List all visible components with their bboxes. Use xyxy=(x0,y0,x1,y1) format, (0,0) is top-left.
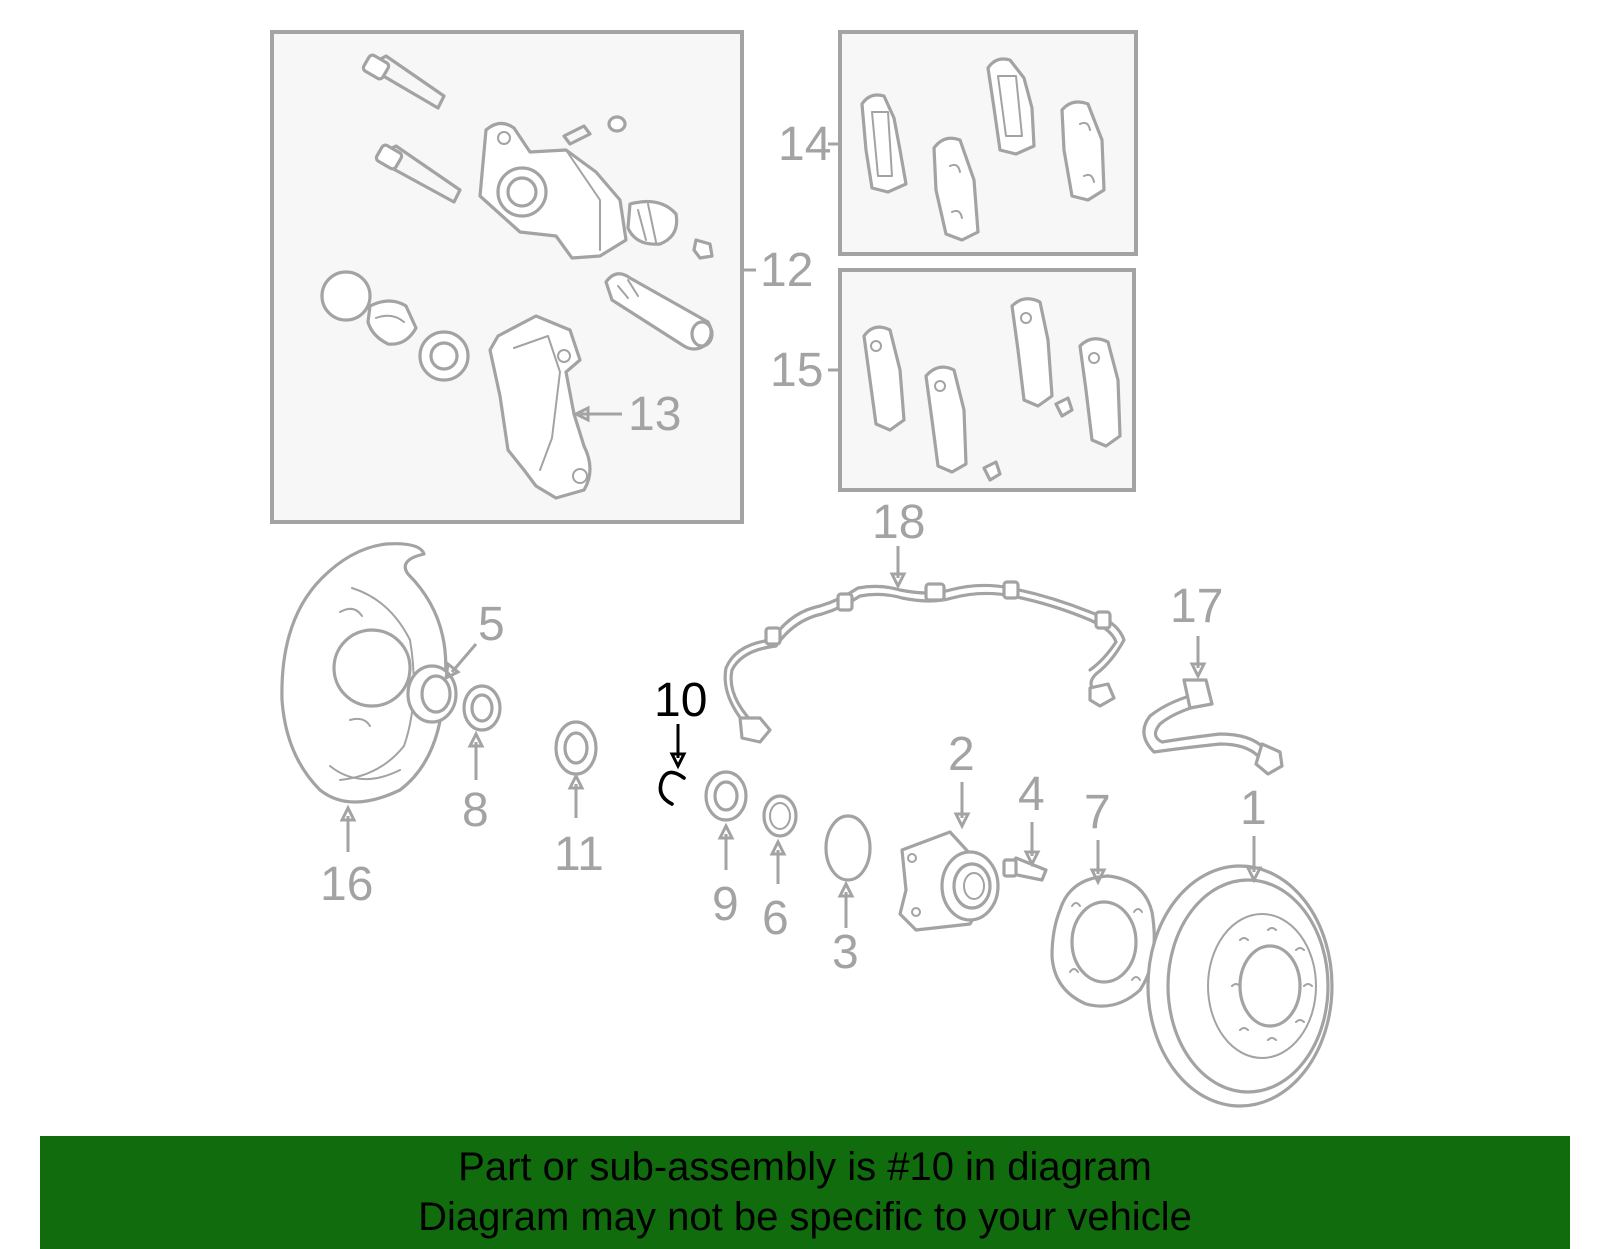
callout-15: 15 xyxy=(770,344,823,397)
abs-sensor-harness xyxy=(723,580,1126,744)
spacer-ring xyxy=(462,684,502,732)
callout-11: 11 xyxy=(554,828,604,881)
callout-2: 2 xyxy=(948,728,975,781)
snap-ring xyxy=(658,770,686,806)
brake-rotor xyxy=(1146,864,1334,1108)
caliper-piston xyxy=(366,299,418,346)
callout-9: 9 xyxy=(712,878,739,931)
inner-oil-seal xyxy=(554,720,598,776)
caliper-mounting-bracket xyxy=(488,314,592,500)
callout-13: 13 xyxy=(628,388,681,441)
banner-line-disclaimer: Diagram may not be specific to your vehi… xyxy=(418,1195,1192,1239)
slide-pin xyxy=(604,272,714,351)
pad-clip xyxy=(1054,396,1074,418)
caliper-boot xyxy=(626,200,679,246)
hub-bolt xyxy=(1002,856,1048,882)
callout-6: 6 xyxy=(762,892,789,945)
piston-boot xyxy=(418,330,470,382)
brake-pad xyxy=(924,365,968,474)
callout-14: 14 xyxy=(778,118,831,171)
brake-hose xyxy=(1142,678,1284,776)
hub-and-bearing xyxy=(898,830,1000,932)
bearing xyxy=(704,770,748,822)
callout-3: 3 xyxy=(832,926,859,979)
callout-4: 4 xyxy=(1018,768,1045,821)
info-banner: Part or sub-assembly is #10 in diagram D… xyxy=(40,1136,1570,1249)
pad-clip xyxy=(982,460,1002,482)
brake-pad xyxy=(862,325,906,432)
brake-pad xyxy=(1078,337,1122,448)
brake-pad xyxy=(1060,100,1106,202)
backing-plate xyxy=(280,542,448,804)
guide-pin-upper xyxy=(361,53,446,110)
callout-8: 8 xyxy=(462,784,489,837)
callout-10: 10 xyxy=(654,674,707,727)
callout-12: 12 xyxy=(760,244,813,297)
callout-7: 7 xyxy=(1084,786,1111,839)
caliper-assembly-inset: 13 xyxy=(270,30,744,524)
piston-seal xyxy=(320,270,372,322)
brake-pad xyxy=(1010,297,1054,408)
banner-line-part-number: Part or sub-assembly is #10 in diagram xyxy=(458,1145,1152,1189)
oil-seal xyxy=(406,664,458,724)
guide-pin-lower xyxy=(374,143,462,204)
callout-17: 17 xyxy=(1170,580,1223,633)
callout-18: 18 xyxy=(872,496,925,549)
brake-pads-inset xyxy=(838,268,1136,492)
callout-5: 5 xyxy=(478,598,505,651)
bleeder-screw xyxy=(562,115,627,146)
brake-pad xyxy=(932,136,980,242)
retaining-ring xyxy=(824,814,872,882)
o-ring xyxy=(762,794,798,838)
caliper-housing xyxy=(478,121,628,260)
callout-16: 16 xyxy=(320,858,373,911)
callout-1: 1 xyxy=(1240,782,1267,835)
pin-bushing xyxy=(692,238,714,260)
dust-shield xyxy=(1050,874,1156,1008)
disc-brake-pad-kit-inset xyxy=(838,30,1138,256)
